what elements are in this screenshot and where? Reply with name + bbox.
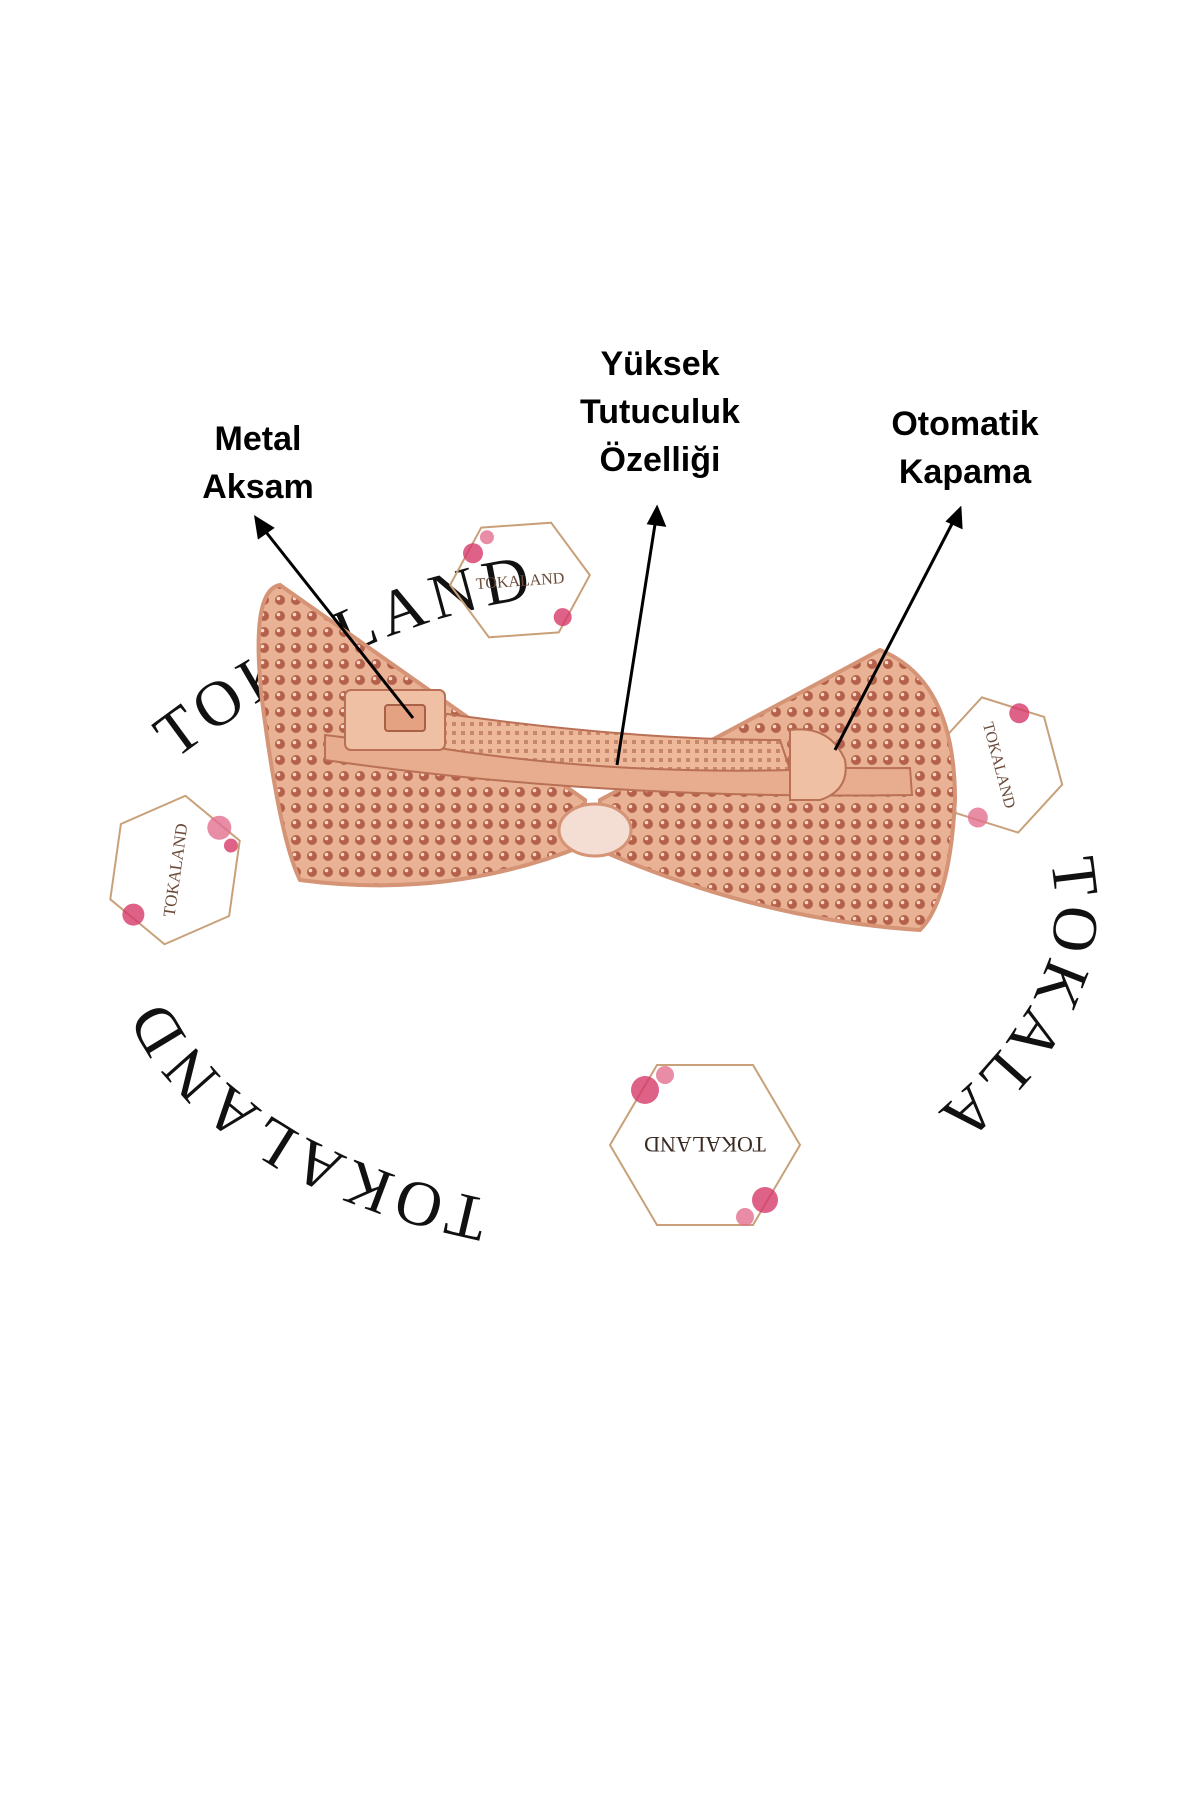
- callout-grip-line2: Tutuculuk: [580, 393, 740, 431]
- logo-badge-left: TOKALAND: [109, 794, 241, 946]
- arrow-grip: [615, 517, 658, 766]
- callout-metal-line1: Metal: [214, 420, 302, 458]
- svg-text:TOKALAND: TOKALAND: [979, 720, 1018, 810]
- callout-grip-line1: Yüksek: [600, 345, 720, 383]
- auto-clasp: [789, 728, 847, 801]
- callout-metal-aksam: Metal Aksam: [178, 415, 338, 511]
- callout-grip-line3: Özelliği: [599, 441, 721, 479]
- callout-metal-line2: Aksam: [202, 468, 314, 506]
- watermark-brand-bottom: TOKALAND: [111, 987, 493, 1256]
- watermark-arc-text: TOKALAND TOKALAND TOKALAND: [0, 0, 1108, 1256]
- arrow-metal: [260, 526, 415, 719]
- bow-knot: [557, 802, 633, 858]
- callout-otomatik-kapama: Otomatik Kapama: [870, 400, 1060, 496]
- callout-auto-line1: Otomatik: [891, 405, 1039, 443]
- arrow-auto: [833, 517, 957, 751]
- logo-badge-bottom: TOKALAND: [608, 1064, 802, 1226]
- callout-auto-line2: Kapama: [898, 453, 1032, 491]
- bow-hair-clip: [256, 582, 958, 933]
- svg-text:TOKALAND: TOKALAND: [475, 570, 565, 593]
- svg-text:TOKALAND: TOKALAND: [644, 1132, 766, 1157]
- callout-yuksek-tutuculuk: Yüksek Tutuculuk Özelliği: [555, 340, 765, 484]
- svg-text:TOKALAND: TOKALAND: [160, 822, 192, 918]
- logo-badge-top: TOKALAND: [448, 521, 592, 639]
